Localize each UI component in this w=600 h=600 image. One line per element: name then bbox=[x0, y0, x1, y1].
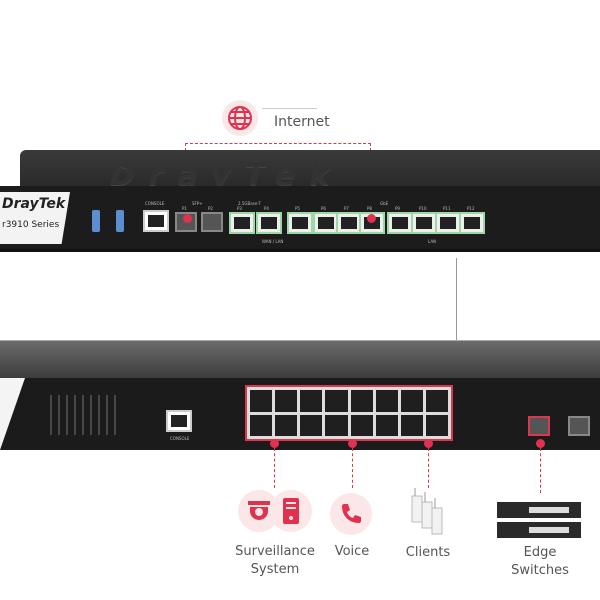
internet-underline bbox=[262, 108, 317, 109]
switch-port bbox=[425, 414, 448, 436]
router-switch-link bbox=[456, 258, 457, 352]
router-port-p2 bbox=[201, 212, 223, 232]
router-port-p10 bbox=[411, 212, 437, 234]
router-port-p11 bbox=[435, 212, 461, 234]
p8-marker bbox=[367, 214, 376, 223]
port-label-p1: P1 bbox=[182, 206, 187, 211]
phone-icon bbox=[330, 493, 372, 535]
gbe-label: GbE bbox=[380, 201, 389, 206]
switch-port bbox=[325, 414, 348, 436]
edge-marker bbox=[536, 439, 545, 448]
switch-port bbox=[300, 414, 323, 436]
lan-label: LAN bbox=[428, 239, 437, 244]
surveillance-label-line1: Surveillance bbox=[235, 544, 315, 559]
router-port-p12 bbox=[459, 212, 485, 234]
router-port-p9 bbox=[387, 212, 413, 234]
switch-port-block bbox=[245, 385, 453, 441]
port-label-p2: P2 bbox=[208, 206, 213, 211]
switch-port bbox=[400, 390, 423, 412]
usb-port-1 bbox=[92, 210, 100, 232]
edge-label-line1: Edge bbox=[523, 545, 557, 560]
p1-marker bbox=[183, 214, 192, 223]
voice-label: Voice bbox=[334, 544, 370, 559]
port-label-p4: P4 bbox=[264, 206, 269, 211]
server-icon bbox=[270, 490, 312, 532]
port-label-p12: P12 bbox=[467, 206, 475, 211]
switch-port bbox=[425, 390, 448, 412]
router-label-plate bbox=[0, 192, 70, 244]
edge-link bbox=[540, 448, 541, 493]
usb-port-2 bbox=[116, 210, 124, 232]
wan-link bbox=[185, 143, 371, 144]
clients-label: Clients bbox=[405, 545, 451, 560]
router-lid bbox=[20, 150, 600, 186]
port-label-p6: P6 bbox=[321, 206, 326, 211]
switch-sfp-1 bbox=[528, 416, 550, 436]
router-model: r3910 Series bbox=[2, 220, 60, 230]
surveillance-label: Surveillance System bbox=[230, 543, 320, 579]
port-label-p8: P8 bbox=[367, 206, 372, 211]
router-port-p3 bbox=[229, 212, 255, 234]
switch-console-port bbox=[166, 410, 192, 432]
voice-link bbox=[352, 448, 353, 488]
switch-icon bbox=[497, 500, 583, 540]
surveillance-marker bbox=[270, 439, 279, 448]
switch-port bbox=[375, 390, 398, 412]
switch-led-panel bbox=[50, 395, 120, 435]
internet-label: Internet bbox=[274, 114, 330, 130]
voice-marker bbox=[348, 439, 357, 448]
access-point-icon bbox=[410, 488, 446, 536]
edge-switches-label: Edge Switches bbox=[500, 544, 580, 580]
switch-port bbox=[350, 414, 373, 436]
base-label: 2.5GBase-T bbox=[238, 201, 261, 206]
router-port-p4 bbox=[256, 212, 282, 234]
switch-port bbox=[375, 414, 398, 436]
switch-port bbox=[350, 390, 373, 412]
switch-port bbox=[275, 390, 298, 412]
port-label-p5: P5 bbox=[295, 206, 300, 211]
switch-sfp-2 bbox=[568, 416, 590, 436]
port-label-p11: P11 bbox=[443, 206, 451, 211]
router-console-port bbox=[143, 210, 169, 232]
edge-label-line2: Switches bbox=[511, 563, 569, 578]
wan-lan-label: WAN / LAN bbox=[262, 239, 284, 244]
router-brand: DrayTek bbox=[2, 196, 66, 212]
port-label-p9: P9 bbox=[395, 206, 400, 211]
clients-marker bbox=[424, 439, 433, 448]
sfp-label: SFP+ bbox=[192, 201, 203, 206]
clients-link bbox=[428, 448, 429, 488]
switch-port bbox=[325, 390, 348, 412]
switch-port bbox=[275, 414, 298, 436]
switch-port bbox=[250, 414, 273, 436]
switch-console-label: CONSOLE bbox=[170, 436, 190, 441]
surveillance-link bbox=[274, 448, 275, 488]
switch-port bbox=[250, 390, 273, 412]
router-port-p5 bbox=[287, 212, 313, 234]
internet-globe-icon bbox=[222, 100, 258, 136]
switch-port bbox=[400, 414, 423, 436]
switch-lid bbox=[0, 340, 600, 380]
surveillance-label-line2: System bbox=[250, 562, 300, 577]
console-label: CONSOLE bbox=[145, 201, 165, 206]
port-label-p3: P3 bbox=[237, 206, 242, 211]
port-label-p10: P10 bbox=[419, 206, 427, 211]
switch-port bbox=[300, 390, 323, 412]
port-label-p7: P7 bbox=[344, 206, 349, 211]
